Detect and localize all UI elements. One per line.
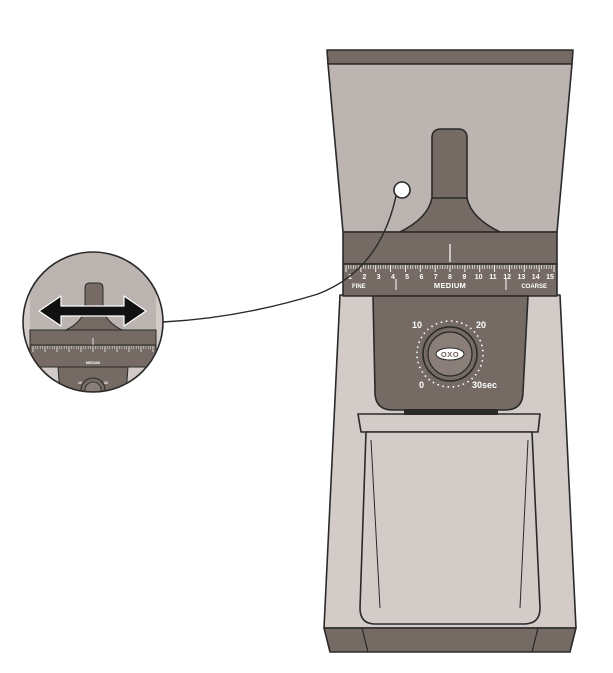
timer-dial-dot xyxy=(469,327,472,330)
grind-setting-9: 9 xyxy=(462,274,466,281)
grind-setting-11: 11 xyxy=(489,274,497,281)
coarse-label: COARSE xyxy=(521,284,547,290)
timer-dial-dot xyxy=(476,335,479,337)
grind-setting-14: 14 xyxy=(532,274,540,281)
zoom-medium-label: MEDIUM xyxy=(86,361,100,365)
timer-dial-dot xyxy=(431,325,433,328)
timer-dial-dot xyxy=(467,380,469,383)
timer-dial-dot xyxy=(428,378,431,381)
timer-dial-dot xyxy=(450,320,453,322)
timer-dial-dot xyxy=(437,383,440,386)
grinder-base xyxy=(323,627,577,653)
timer-dial-dot xyxy=(424,375,427,377)
timer-dial-dot xyxy=(447,386,450,388)
timer-dial-dot xyxy=(416,346,419,349)
grind-setting-12: 12 xyxy=(503,274,511,281)
timer-dial-dot xyxy=(460,322,463,325)
timer-dial-dot xyxy=(435,322,438,325)
timer-label-0: 0 xyxy=(419,380,424,390)
timer-dial-dot xyxy=(416,351,418,354)
grind-setting-15: 15 xyxy=(546,274,554,281)
timer-dial-dot xyxy=(427,328,429,331)
timer-dial-dot xyxy=(481,359,484,362)
fine-label: FINE xyxy=(352,284,366,290)
grind-setting-13: 13 xyxy=(518,274,526,281)
adjust-double-arrow xyxy=(38,295,147,327)
hopper-lid xyxy=(326,49,574,65)
timer-dial-dot xyxy=(417,361,420,364)
timer-dial-dot xyxy=(465,324,468,327)
container-lid xyxy=(357,413,541,433)
timer-dial-dot xyxy=(421,371,424,373)
timer-dial-dot xyxy=(479,339,482,342)
timer-dial-dot xyxy=(442,385,445,388)
timer-dial-dot xyxy=(440,321,443,324)
grind-setting-3: 3 xyxy=(377,274,381,281)
grind-scale-ticks xyxy=(345,265,555,272)
timer-label-30: 30sec xyxy=(472,380,497,390)
timer-dial-dot xyxy=(473,331,476,333)
timer-dial-dot xyxy=(482,354,484,357)
timer-dial-dot xyxy=(416,356,419,359)
timer-dial-dot xyxy=(480,344,483,347)
timer-dial-dot xyxy=(452,385,455,388)
timer-label-20: 20 xyxy=(476,320,486,330)
timer-dial-dot xyxy=(418,366,421,369)
brand-logo: OXO xyxy=(441,350,459,359)
timer-dial-dot xyxy=(462,383,465,386)
grind-setting-1: 1 xyxy=(348,274,352,281)
timer-dial: OXO 10 20 0 30sec xyxy=(412,320,497,390)
zoom-detail: MEDIUM 10 20 xyxy=(23,252,163,392)
start-button[interactable] xyxy=(435,347,465,361)
timer-dial-dot xyxy=(471,377,473,380)
grind-setting-6: 6 xyxy=(419,274,423,281)
timer-dial-dot xyxy=(474,373,477,376)
medium-label: MEDIUM xyxy=(434,281,466,290)
grind-setting-8: 8 xyxy=(448,274,452,281)
callout-leader-line xyxy=(162,195,397,323)
timer-dial-dot xyxy=(481,349,484,352)
timer-dial-dot xyxy=(477,369,480,372)
zoom-frame xyxy=(22,251,164,393)
grind-setting-10: 10 xyxy=(475,274,483,281)
grind-setting-5: 5 xyxy=(405,274,409,281)
timer-dial-dot xyxy=(420,336,423,339)
grounds-container xyxy=(359,431,541,625)
zoom-timer-label-10: 10 xyxy=(78,381,82,385)
grind-setting-4: 4 xyxy=(391,274,395,281)
grind-setting-2: 2 xyxy=(362,274,366,281)
timer-dial-dot xyxy=(457,384,460,387)
timer-dial-dot xyxy=(418,341,421,344)
timer-dial-dots xyxy=(416,320,484,388)
zoom-scale-ticks xyxy=(32,346,154,352)
timer-dial-dot xyxy=(432,381,435,384)
callout-marker xyxy=(393,181,411,199)
timer-dial-dot xyxy=(455,320,458,323)
timer-dial-dot xyxy=(479,364,482,367)
timer-dial-dot xyxy=(445,320,448,323)
zoom-timer-label-20: 20 xyxy=(104,381,108,385)
burr-stem xyxy=(431,128,468,201)
timer-dial-dot xyxy=(423,332,426,335)
grind-setting-7: 7 xyxy=(434,274,438,281)
timer-label-10: 10 xyxy=(412,320,422,330)
